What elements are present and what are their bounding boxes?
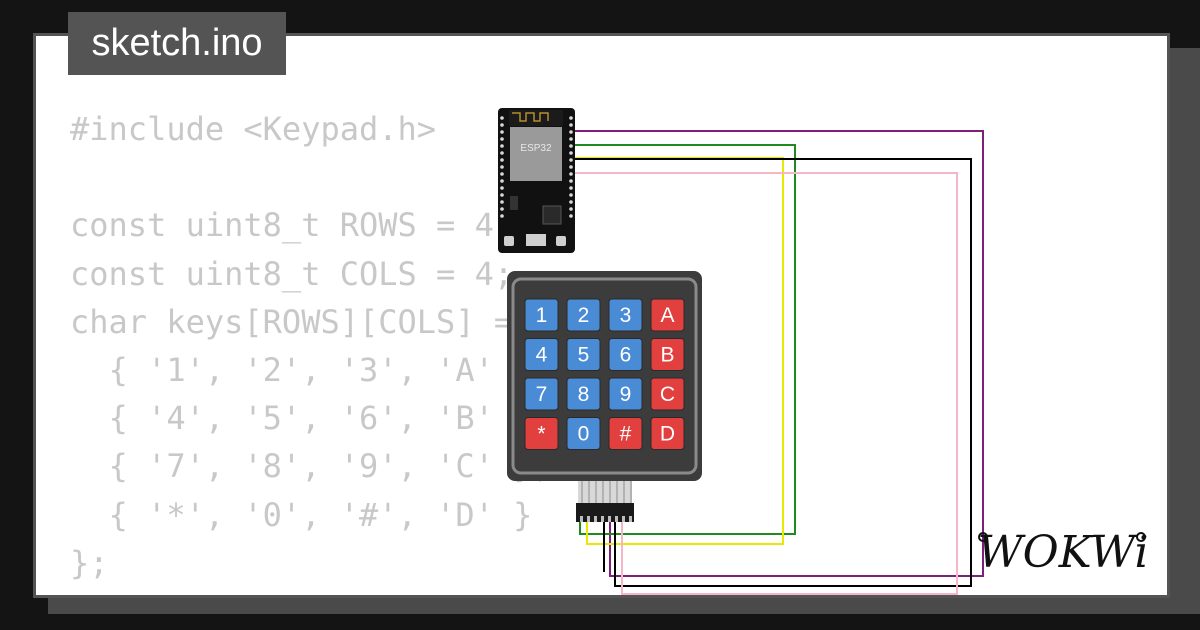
keypad-key-face (608, 377, 643, 411)
logo-node-icon (978, 532, 988, 542)
keypad-key[interactable]: 7 (524, 377, 559, 411)
keypad-key[interactable]: 2 (566, 298, 601, 332)
keypad-key[interactable]: 1 (524, 298, 559, 332)
keypad-key-face (650, 417, 685, 450)
keypad-key-label: 0 (578, 423, 590, 446)
logo-node-icon (1136, 532, 1146, 542)
keypad-key[interactable]: D (650, 417, 685, 450)
keypad-key[interactable]: # (608, 417, 643, 450)
keypad-key[interactable]: B (650, 338, 685, 371)
keypad-bezel (511, 277, 698, 475)
keypad-key-face (650, 377, 685, 411)
keypad-key-label: # (620, 423, 632, 446)
keypad-key-label: 9 (620, 383, 632, 406)
code-line: { '*', '0', '#', 'D' } (70, 495, 533, 534)
keypad-key-label: C (660, 383, 675, 406)
keypad-key-label: 1 (536, 304, 548, 327)
keypad-key[interactable]: C (650, 377, 685, 411)
esp32-regulator (510, 196, 518, 210)
keypad-key-face (566, 377, 601, 411)
keypad-key[interactable]: 4 (524, 338, 559, 371)
code-line: { '7', '8', '9', 'C' }, (70, 447, 552, 486)
keypad-key-face (608, 417, 643, 450)
usb-port (526, 234, 546, 246)
keypad-key[interactable]: A (650, 298, 685, 332)
ribbon-cable (578, 481, 632, 503)
keypad-key-face (566, 417, 601, 450)
esp32-pins-right (569, 116, 573, 218)
keypad-key-label: 6 (620, 344, 632, 367)
keypad-key-face (566, 338, 601, 371)
wires (500, 130, 984, 595)
keypad-key-label: 4 (536, 344, 548, 367)
keypad-key-label: 2 (578, 304, 590, 327)
keypad-keys: 1 2 3 A 4 5 6 B 7 8 9 C * 0 # D (524, 298, 685, 450)
keypad-key-label: D (660, 423, 675, 446)
keypad-key-face (524, 338, 559, 371)
keypad-key-face (524, 298, 559, 332)
code-line: { '4', '5', '6', 'B' }, (70, 399, 552, 438)
ribbon-lines (581, 481, 632, 503)
keypad-key[interactable]: 9 (608, 377, 643, 411)
keypad-key-face (566, 298, 601, 332)
esp32-board[interactable]: ESP32 (498, 108, 575, 253)
boot-button[interactable] (504, 236, 514, 246)
keypad-key[interactable]: 6 (608, 338, 643, 371)
header-pins (580, 516, 632, 522)
keypad-key-label: 5 (578, 344, 590, 367)
keypad-key-face (650, 298, 685, 332)
esp32-pins-left (500, 116, 504, 218)
keypad-4x4[interactable]: 1 2 3 A 4 5 6 B 7 8 9 C * 0 # D (507, 271, 702, 522)
antenna-trace-icon (512, 112, 549, 122)
keypad-key-face (608, 338, 643, 371)
wire-purple[interactable] (571, 130, 984, 577)
keypad-key-label: B (660, 344, 674, 367)
keypad-key[interactable]: 0 (566, 417, 601, 450)
en-button[interactable] (556, 236, 566, 246)
keypad-key[interactable]: * (524, 417, 559, 450)
code-line: }; (70, 543, 109, 582)
keypad-key-label: 8 (578, 383, 590, 406)
esp32-antenna (509, 110, 563, 126)
esp32-shield (510, 127, 562, 181)
keypad-key-face (524, 377, 559, 411)
keypad-key-label: * (537, 423, 545, 446)
wokwi-logo-text: WOKWi (977, 527, 1148, 578)
keypad-key[interactable]: 5 (566, 338, 601, 371)
keypad-key-face (608, 298, 643, 332)
keypad-key-face (524, 417, 559, 450)
wire-black[interactable] (571, 158, 972, 587)
wokwi-logo: WOKWi (977, 527, 1148, 578)
wire-pink[interactable] (571, 172, 958, 595)
keypad-key[interactable]: 3 (608, 298, 643, 332)
keypad-key-label: 3 (620, 304, 632, 327)
wire-green[interactable] (571, 144, 796, 535)
code-line: char keys[ROWS][COLS] = { (70, 302, 552, 341)
code-editor: #include <Keypad.h>const uint8_t ROWS = … (70, 105, 552, 587)
file-tab[interactable]: sketch.ino (68, 12, 286, 75)
code-line: #include <Keypad.h> (70, 110, 437, 148)
keypad-key-face (650, 338, 685, 371)
keypad-key[interactable]: 8 (566, 377, 601, 411)
esp32-label: ESP32 (520, 143, 552, 154)
keypad-key-label: 7 (536, 383, 548, 406)
esp32-chip (542, 205, 562, 225)
code-line: const uint8_t COLS = 4; (70, 254, 514, 293)
keypad-header (576, 503, 634, 522)
keypad-key-label: A (660, 304, 674, 327)
